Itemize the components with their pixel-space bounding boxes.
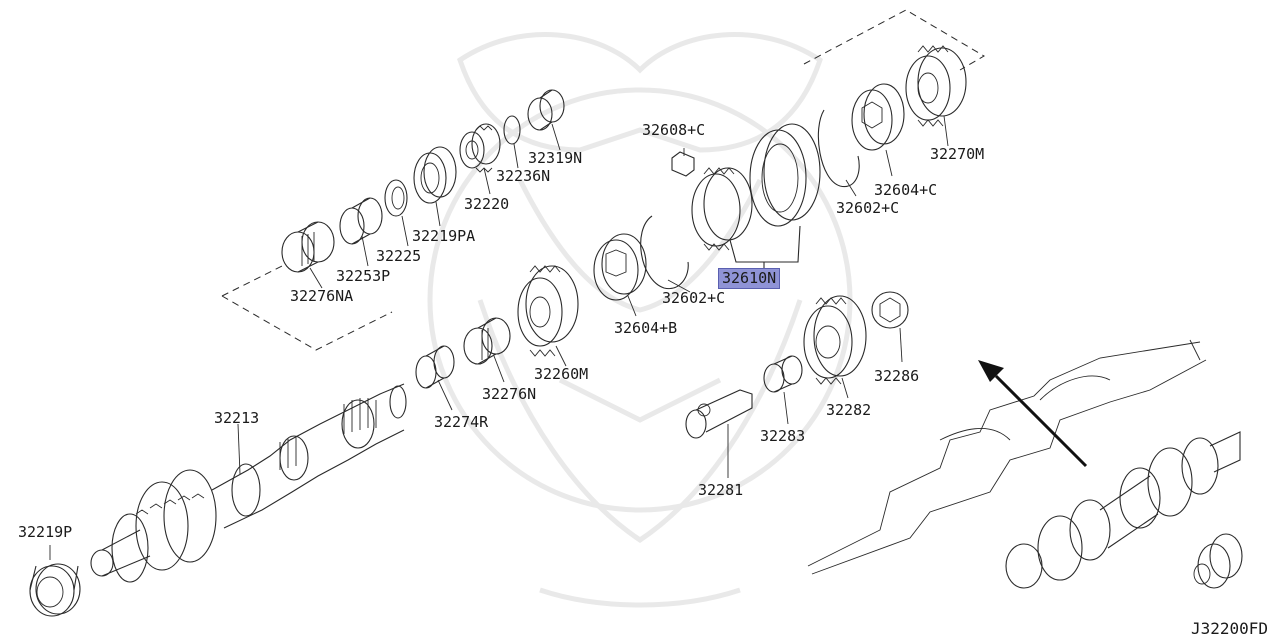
part-32282-gear[interactable] (803, 295, 867, 385)
part-32281-shaft[interactable] (685, 389, 753, 439)
part-32286-washer[interactable] (871, 291, 909, 329)
part-32213-mainshaft[interactable] (90, 383, 407, 583)
label-32270M[interactable]: 32270M (930, 145, 985, 163)
label-32220[interactable]: 32220 (464, 195, 510, 213)
part-32219P-bearing[interactable] (29, 545, 81, 617)
dashed-group-outlines (221, 9, 985, 351)
part-32604B-hub[interactable] (593, 233, 647, 301)
label-32219P[interactable]: 32219P (18, 523, 73, 541)
part-32274R-spacer[interactable] (415, 345, 455, 389)
part-32319N-bearing[interactable] (527, 89, 565, 131)
part-32276NA-bearing[interactable] (281, 221, 335, 273)
part-32225-washer[interactable] (384, 179, 408, 217)
assembled-countershaft (1005, 431, 1243, 589)
label-32281[interactable]: 32281 (698, 481, 744, 499)
label-32276N[interactable]: 32276N (482, 385, 537, 403)
part-32604C-hub[interactable] (851, 83, 905, 151)
label-32274R[interactable]: 32274R (434, 413, 489, 431)
part-32283-bearing[interactable] (763, 355, 803, 393)
diagram-code: J32200FD (1190, 619, 1268, 638)
label-32213[interactable]: 32213 (214, 409, 260, 427)
part-32602C-snap-ring-b[interactable] (817, 109, 860, 188)
part-32608C-insert[interactable] (671, 151, 695, 177)
part-32276N-bearing[interactable] (463, 317, 511, 365)
label-32225[interactable]: 32225 (376, 247, 422, 265)
assembled-shaft-outline (807, 339, 1207, 575)
part-32260M-gear[interactable] (517, 265, 579, 357)
direction-arrow (978, 360, 1088, 468)
label-32602C-b[interactable]: 32602+C (836, 199, 900, 217)
label-32286[interactable]: 32286 (874, 367, 920, 385)
part-32270M-gear[interactable] (905, 45, 967, 127)
part-32602C-snap-ring-a[interactable] (640, 215, 689, 290)
label-32219PA[interactable]: 32219PA (412, 227, 476, 245)
label-32602C-a[interactable]: 32602+C (662, 289, 726, 307)
label-32610N-highlighted[interactable]: 32610N (718, 268, 781, 289)
part-32253P-spacer[interactable] (339, 197, 383, 245)
leader-lines (237, 115, 949, 478)
label-32319N[interactable]: 32319N (528, 149, 583, 167)
part-32220-gear[interactable] (459, 123, 501, 173)
label-32604B[interactable]: 32604+B (614, 319, 678, 337)
label-32236N[interactable]: 32236N (496, 167, 551, 185)
label-32260M[interactable]: 32260M (534, 365, 589, 383)
label-32608C[interactable]: 32608+C (642, 121, 706, 139)
part-32219PA-bearing[interactable] (413, 146, 457, 204)
label-32604C[interactable]: 32604+C (874, 181, 938, 199)
part-32610N-synchro-assembly[interactable] (691, 123, 821, 268)
label-32282[interactable]: 32282 (826, 401, 872, 419)
label-32283[interactable]: 32283 (760, 427, 806, 445)
label-32276NA[interactable]: 32276NA (290, 287, 354, 305)
label-32253P[interactable]: 32253P (336, 267, 391, 285)
part-32236N-snap-ring[interactable] (503, 115, 521, 145)
watermark-logo (427, 32, 853, 608)
